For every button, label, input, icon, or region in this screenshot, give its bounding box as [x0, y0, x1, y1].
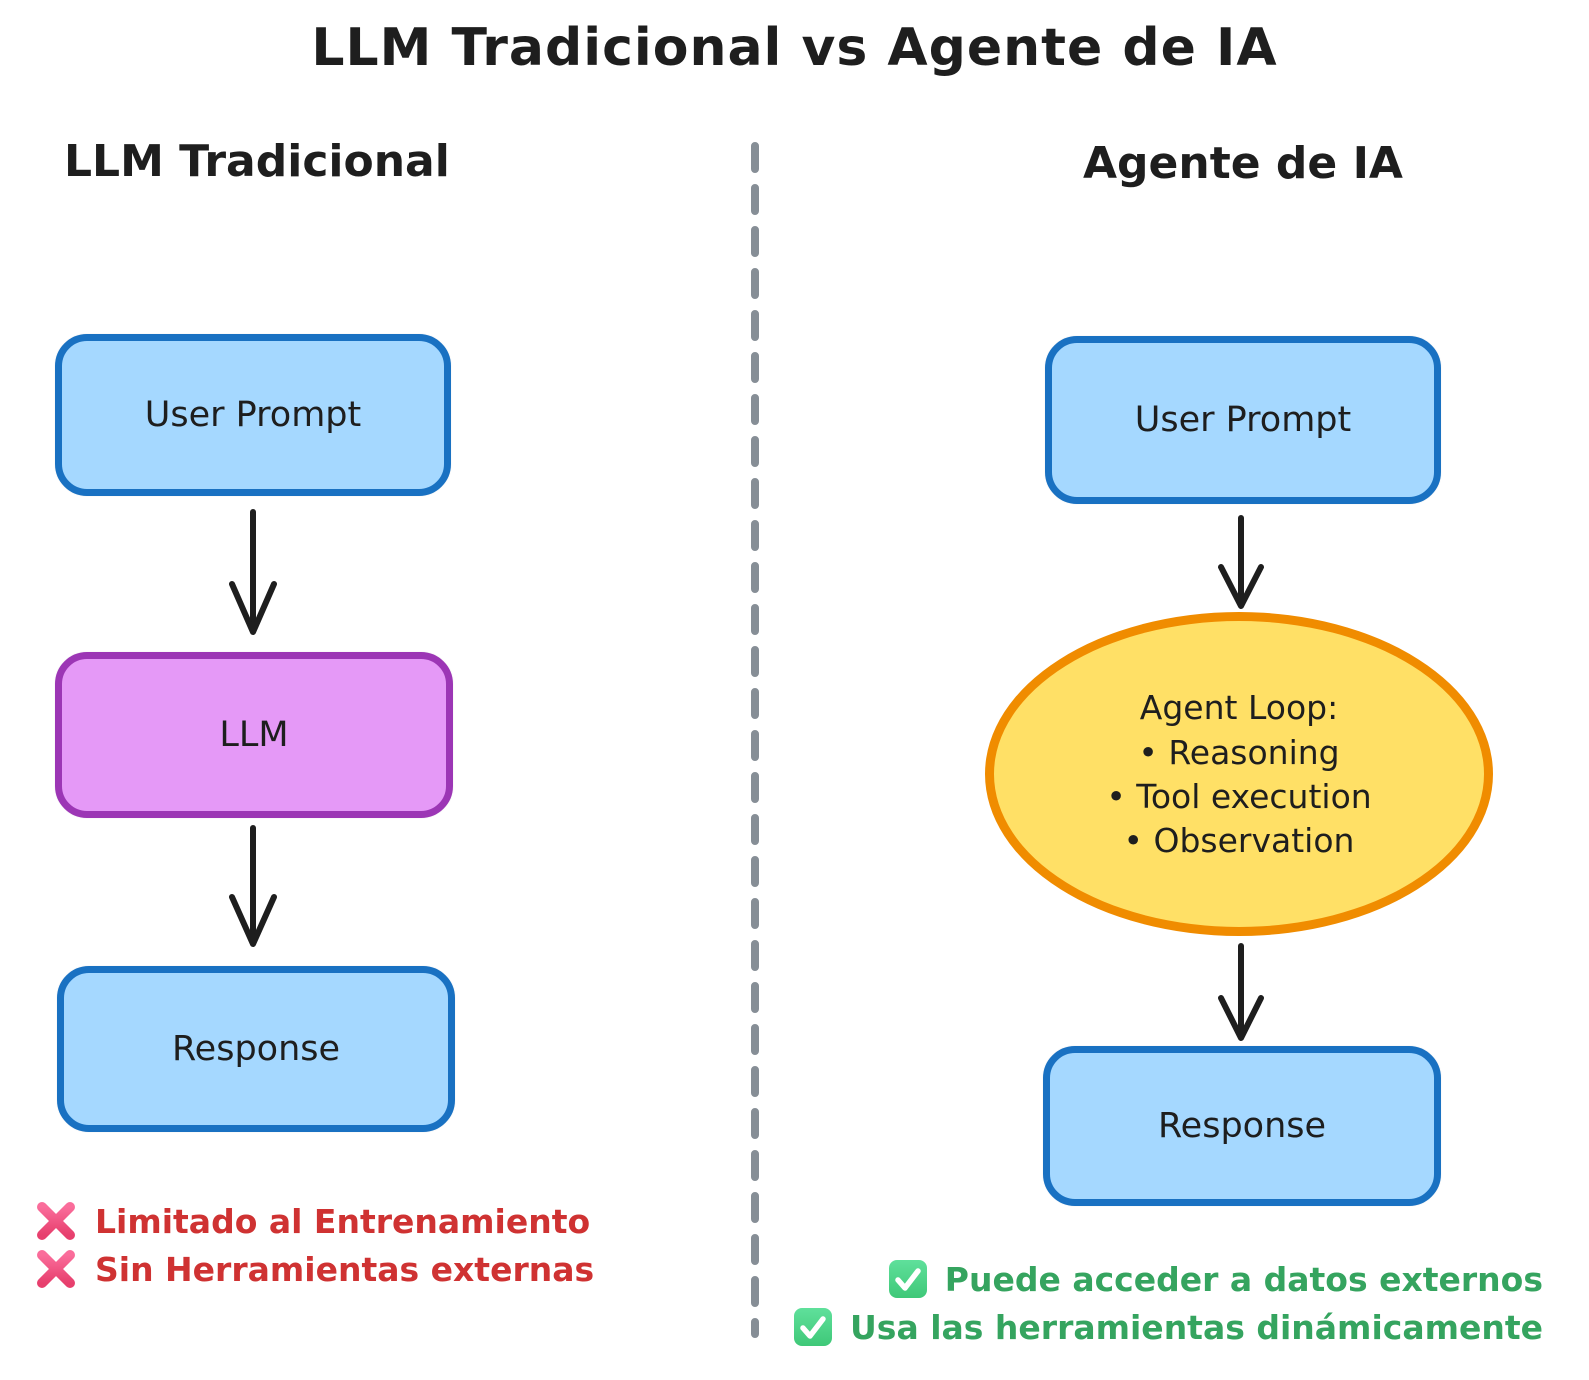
agent-loop-item-text: Tool execution [1136, 777, 1372, 816]
right-user-prompt-label: User Prompt [1134, 400, 1352, 440]
con-text: Limitado al Entrenamiento [95, 1201, 591, 1241]
left-response-label: Response [171, 1029, 341, 1069]
bullet-icon: • [1138, 733, 1158, 773]
arrow-down-icon [229, 509, 277, 635]
pro-text: Puede acceder a datos externos [944, 1259, 1543, 1299]
con-text: Sin Herramientas externas [95, 1249, 595, 1289]
arrow-down-icon [229, 825, 277, 947]
right-column-header: Agente de IA [1083, 138, 1403, 189]
page-title: LLM Tradicional vs Agente de IA [311, 18, 1278, 78]
agent-loop-item: • Tool execution [1106, 775, 1371, 819]
pro-text: Usa las herramientas dinámicamente [850, 1307, 1543, 1347]
agent-loop-item-text: Observation [1153, 820, 1355, 860]
left-column-header: LLM Tradicional [64, 136, 450, 187]
column-divider [751, 142, 759, 1338]
agent-loop-item-text: Reasoning [1168, 733, 1340, 773]
llm-node: LLM [55, 652, 453, 818]
check-icon [794, 1308, 833, 1346]
left-user-prompt-node: User Prompt [55, 334, 451, 496]
left-response-node: Response [57, 966, 455, 1132]
agent-loop-title: Agent Loop: [1139, 687, 1339, 727]
agent-loop-ellipse: Agent Loop: • Reasoning • Tool execution… [985, 612, 1493, 936]
cross-icon [37, 1202, 75, 1240]
check-icon [888, 1260, 927, 1298]
left-user-prompt-label: User Prompt [144, 395, 362, 435]
right-response-node: Response [1043, 1046, 1441, 1206]
agent-loop-item: • Observation [1124, 819, 1355, 863]
pro-item: Puede acceder a datos externos [887, 1256, 1543, 1302]
pro-item: Usa las herramientas dinámicamente [792, 1304, 1543, 1350]
con-item: Sin Herramientas externas [33, 1246, 594, 1292]
bullet-icon: • [1123, 820, 1143, 860]
right-pros-list: Puede acceder a datos externos Usa las h… [792, 1256, 1543, 1352]
left-cons-list: Limitado al Entrenamiento Sin Herramient… [33, 1198, 594, 1294]
arrow-down-icon [1218, 515, 1264, 609]
agent-loop-item: • Reasoning [1138, 731, 1339, 775]
bullet-icon: • [1106, 777, 1126, 816]
arrow-down-icon [1218, 943, 1264, 1041]
cross-icon [37, 1250, 75, 1288]
llm-label: LLM [219, 715, 289, 755]
right-response-label: Response [1157, 1106, 1327, 1146]
con-item: Limitado al Entrenamiento [33, 1198, 594, 1244]
right-user-prompt-node: User Prompt [1045, 336, 1441, 504]
